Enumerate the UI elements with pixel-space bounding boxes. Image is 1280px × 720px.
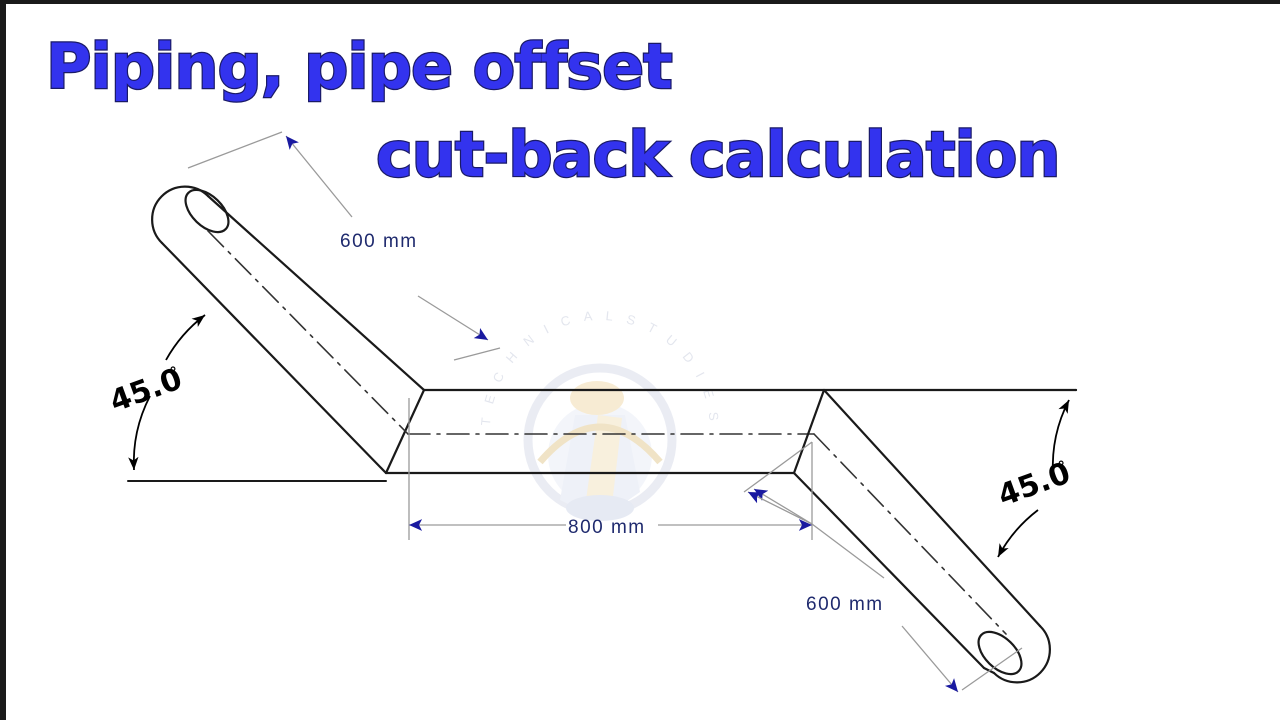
pipe-lower-right	[792, 388, 1051, 684]
dimension-label-lower-600: 600 mm	[806, 594, 884, 615]
dimension-middle-800: 800 mm	[408, 398, 813, 540]
dimension-label-middle-800: 800 mm	[568, 517, 646, 538]
left-border-bar	[0, 0, 6, 720]
dimension-lower-600: 600 mm	[743, 441, 1023, 693]
pipe-middle-horizontal	[384, 388, 1078, 475]
angle-left-45: 45.0 °	[105, 314, 206, 471]
pipe-upper-left	[151, 185, 426, 475]
top-border-bar	[0, 0, 1280, 4]
title-line-1: Piping, pipe offset	[46, 30, 672, 103]
title-line-2: cut-back calculation	[376, 118, 1060, 191]
angle-right-45: 45.0 °	[994, 399, 1075, 558]
pipe-assembly	[127, 185, 1078, 684]
watermark-logo: T E C H N I C A L S T U D I E S	[478, 308, 717, 521]
dimension-upper-600: 600 mm	[187, 131, 501, 361]
title-block: Piping, pipe offset cut-back calculation	[45, 29, 1062, 192]
dimension-label-upper-600: 600 mm	[340, 231, 418, 252]
